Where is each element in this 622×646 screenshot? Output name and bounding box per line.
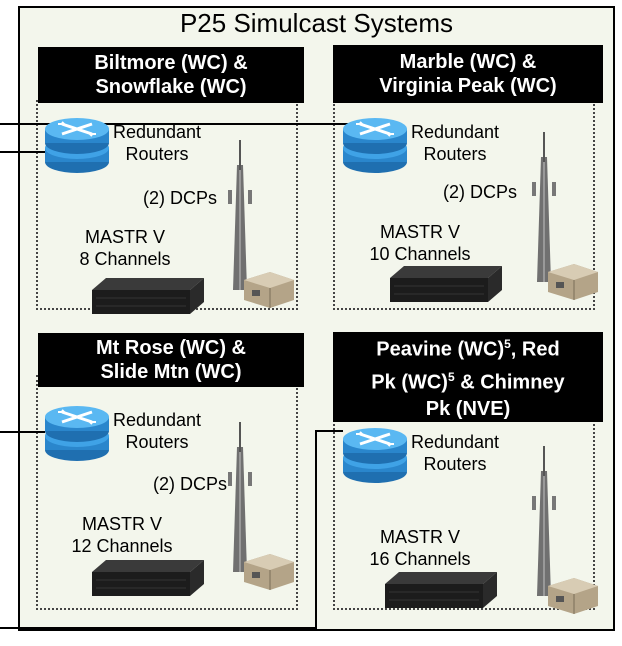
site-header-line1: Mt Rose (WC) & [96, 337, 246, 359]
routers-label: Redundant Routers [112, 410, 202, 452]
site-header-line1: Peavine (WC)5, Red [376, 336, 560, 361]
router-icon [342, 428, 409, 485]
site-header-biltmore: Biltmore (WC) & Snowflake (WC) [38, 47, 304, 103]
site-header-line3: Pk (NVE) [425, 398, 511, 421]
site-header-mtrose: Mt Rose (WC) & Slide Mtn (WC) [38, 333, 304, 387]
tower-icon [531, 132, 599, 301]
mastr-label: MASTR V 8 Channels [79, 227, 171, 269]
tower-icon [227, 422, 295, 591]
tower-icon [531, 446, 599, 615]
radio-unit-icon [385, 572, 498, 609]
mastr-label: MASTR V 10 Channels [369, 222, 471, 264]
site-header-peavine: Peavine (WC)5, Red Pk (WC)5 & Chimney Pk… [333, 332, 603, 422]
radio-unit-icon [390, 266, 503, 303]
site-header-line2: Slide Mtn (WC) [100, 361, 242, 383]
mastr-label: MASTR V 16 Channels [369, 527, 471, 569]
tower-icon [227, 140, 295, 309]
router-icon [342, 118, 409, 175]
site-header-line1: Marble (WC) & [399, 51, 537, 73]
site-header-line2: Pk (WC)5 & Chimney [371, 369, 565, 394]
site-header-line2: Virginia Peak (WC) [379, 75, 557, 97]
router-icon [44, 406, 111, 463]
site-header-line1: Biltmore (WC) & [94, 52, 248, 74]
page-title: P25 Simulcast Systems [179, 8, 454, 38]
radio-unit-icon [92, 278, 205, 315]
routers-label: Redundant Routers [112, 122, 202, 164]
dcps-label: (2) DCPs [442, 182, 517, 202]
radio-unit-icon [92, 560, 205, 597]
mastr-label: MASTR V 12 Channels [71, 514, 173, 556]
dcps-label: (2) DCPs [152, 474, 227, 494]
site-header-line2: Snowflake (WC) [95, 76, 247, 98]
dcps-label: (2) DCPs [142, 188, 217, 208]
site-header-marble: Marble (WC) & Virginia Peak (WC) [333, 45, 603, 103]
routers-label: Redundant Routers [410, 122, 500, 164]
routers-label: Redundant Routers [410, 432, 500, 474]
router-icon [44, 118, 111, 175]
